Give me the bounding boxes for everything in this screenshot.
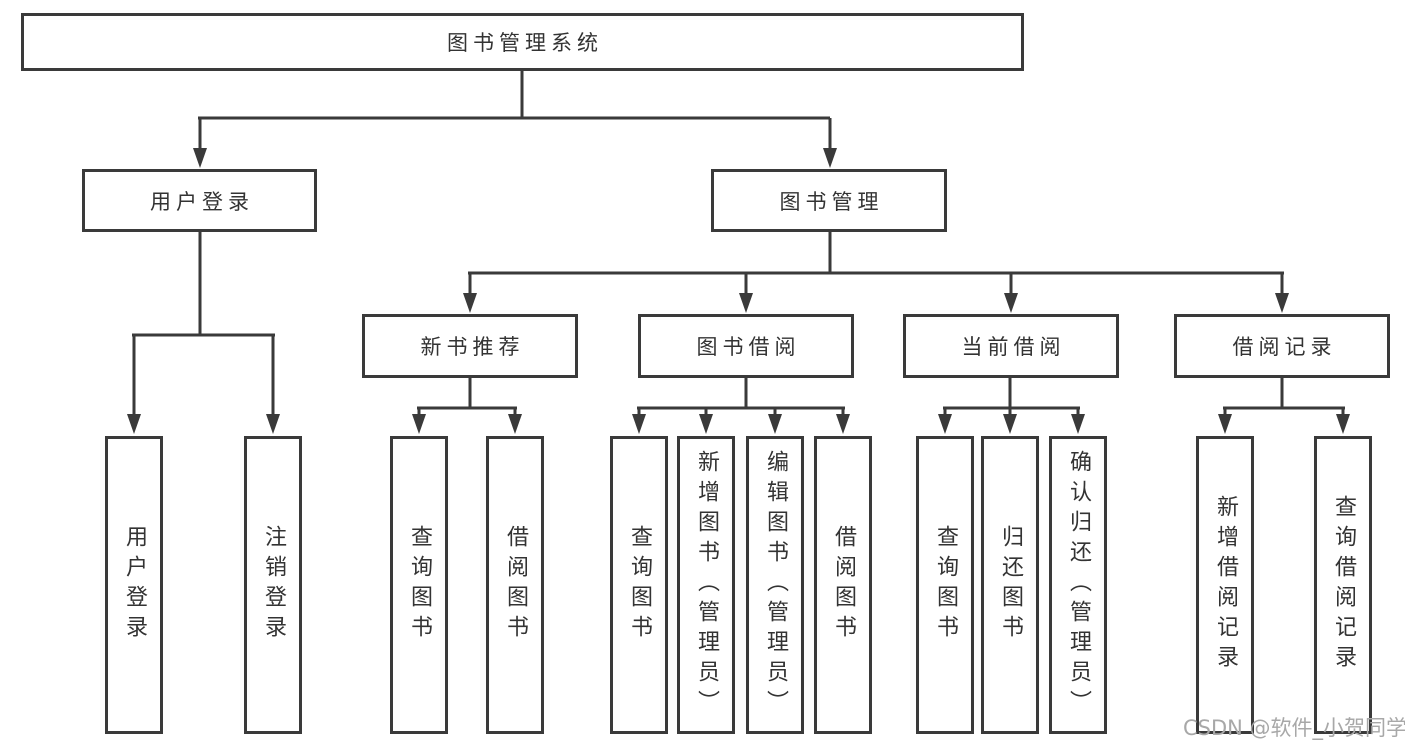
- node-label: 查询图书: [933, 525, 958, 645]
- csdn-watermark: CSDN @软件_小贺同学: [1183, 716, 1405, 740]
- leaf-edit-book-admin: 编辑图书（管理员）: [746, 436, 804, 734]
- node-label: 用户登录: [150, 189, 254, 214]
- node-book-management: 图书管理: [711, 169, 947, 232]
- node-borrow-record: 借阅记录: [1174, 314, 1390, 378]
- edge-root-to-level2: [198, 71, 832, 152]
- leaf-query-book-recommend: 查询图书: [390, 436, 448, 734]
- leaf-add-borrow-record: 新增借阅记录: [1196, 436, 1254, 734]
- node-label: 当前借阅: [961, 335, 1066, 359]
- node-label: 编辑图书（管理员）: [763, 450, 788, 720]
- leaf-query-book-current: 查询图书: [916, 436, 974, 734]
- node-book-borrow: 图书借阅: [638, 314, 854, 378]
- node-label: 借阅图书: [503, 525, 528, 645]
- node-label: 用户登录: [122, 525, 147, 645]
- edge-bookmgmt-to-level3: [468, 232, 1284, 297]
- edge-borrowrecord-to-leaves: [1223, 378, 1345, 418]
- arrowheads: [127, 148, 1350, 434]
- node-label: 图书管理系统: [447, 31, 603, 55]
- leaf-query-book-borrow: 查询图书: [610, 436, 668, 734]
- node-label: 图书管理: [779, 189, 884, 214]
- leaf-query-borrow-record: 查询借阅记录: [1314, 436, 1372, 734]
- node-label: 查询借阅记录: [1331, 495, 1356, 675]
- node-label: 查询图书: [407, 525, 432, 645]
- node-label: 归还图书: [998, 525, 1023, 645]
- edge-currentborrow-to-leaves: [943, 378, 1080, 418]
- leaf-logout-login: 注销登录: [244, 436, 302, 734]
- node-label: 新书推荐: [420, 335, 525, 359]
- node-label: 借阅图书: [831, 525, 856, 645]
- edge-userlogin-to-leaves: [132, 232, 275, 418]
- node-label: 新增借阅记录: [1213, 495, 1238, 675]
- node-label: 借阅记录: [1232, 335, 1337, 359]
- leaf-return-book: 归还图书: [981, 436, 1039, 734]
- node-label: 确认归还（管理员）: [1066, 450, 1091, 720]
- edge-bookborrow-to-leaves: [637, 378, 845, 418]
- node-label: 注销登录: [261, 525, 286, 645]
- node-label: 新增图书（管理员）: [694, 450, 719, 720]
- node-label: 图书借阅: [696, 335, 801, 359]
- node-new-book-recommend: 新书推荐: [362, 314, 578, 378]
- leaf-confirm-return-admin: 确认归还（管理员）: [1049, 436, 1107, 734]
- leaf-borrow-book: 借阅图书: [814, 436, 872, 734]
- leaf-borrow-book-recommend: 借阅图书: [486, 436, 544, 734]
- node-label: 查询图书: [627, 525, 652, 645]
- leaf-user-login: 用户登录: [105, 436, 163, 734]
- edge-newbookrec-to-leaves: [417, 378, 517, 418]
- node-user-login: 用户登录: [82, 169, 317, 232]
- node-root-library-system: 图书管理系统: [21, 13, 1024, 71]
- leaf-add-book-admin: 新增图书（管理员）: [677, 436, 735, 734]
- node-current-borrow: 当前借阅: [903, 314, 1119, 378]
